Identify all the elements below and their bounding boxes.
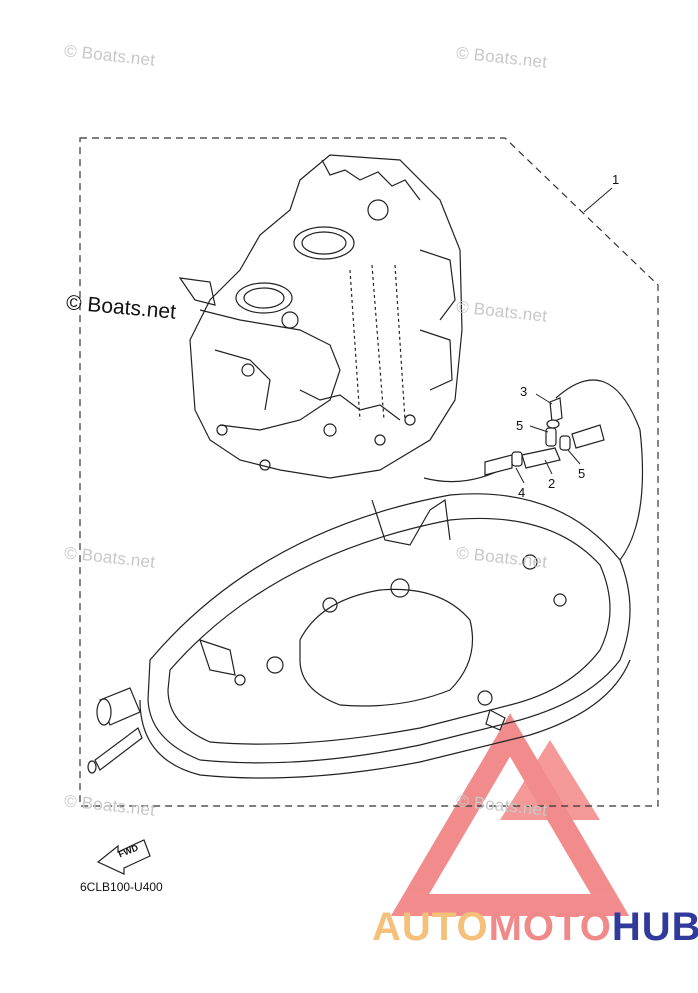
brand-logo-text: AUTOMOTOHUB	[372, 905, 698, 950]
callout-1: 1	[612, 172, 620, 187]
assembly-boundary	[79, 137, 659, 807]
joint-fitting	[484, 397, 605, 476]
callout-2: 2	[548, 476, 556, 491]
watermark-symbol: ©	[63, 543, 78, 564]
watermark-main-symbol: ©	[65, 291, 83, 316]
callout-leaders	[515, 393, 581, 484]
watermark-symbol: ©	[63, 41, 78, 62]
bottom-cowling	[139, 493, 631, 779]
watermark-symbol: ©	[455, 791, 470, 812]
callout-5b: 5	[578, 466, 586, 481]
watermark-symbol: ©	[63, 791, 78, 812]
brand-part2: MOTO	[488, 905, 612, 949]
part-code: 6CLB100-U400	[80, 880, 163, 894]
watermark-symbol: ©	[455, 297, 470, 318]
engine-block	[178, 154, 463, 479]
leader-1	[583, 187, 613, 213]
callout-5a: 5	[516, 418, 524, 433]
watermark-symbol: ©	[455, 543, 470, 564]
automotohub-logo-icon	[390, 713, 630, 916]
brand-part1: AUTO	[372, 905, 489, 949]
callout-3: 3	[520, 384, 528, 399]
watermark-symbol: ©	[455, 43, 470, 64]
hose-line-long	[555, 379, 644, 561]
fwd-arrow-icon	[96, 839, 151, 875]
brand-part3: HUB	[611, 905, 698, 949]
connector-plug	[87, 687, 143, 774]
callout-4: 4	[518, 485, 526, 500]
